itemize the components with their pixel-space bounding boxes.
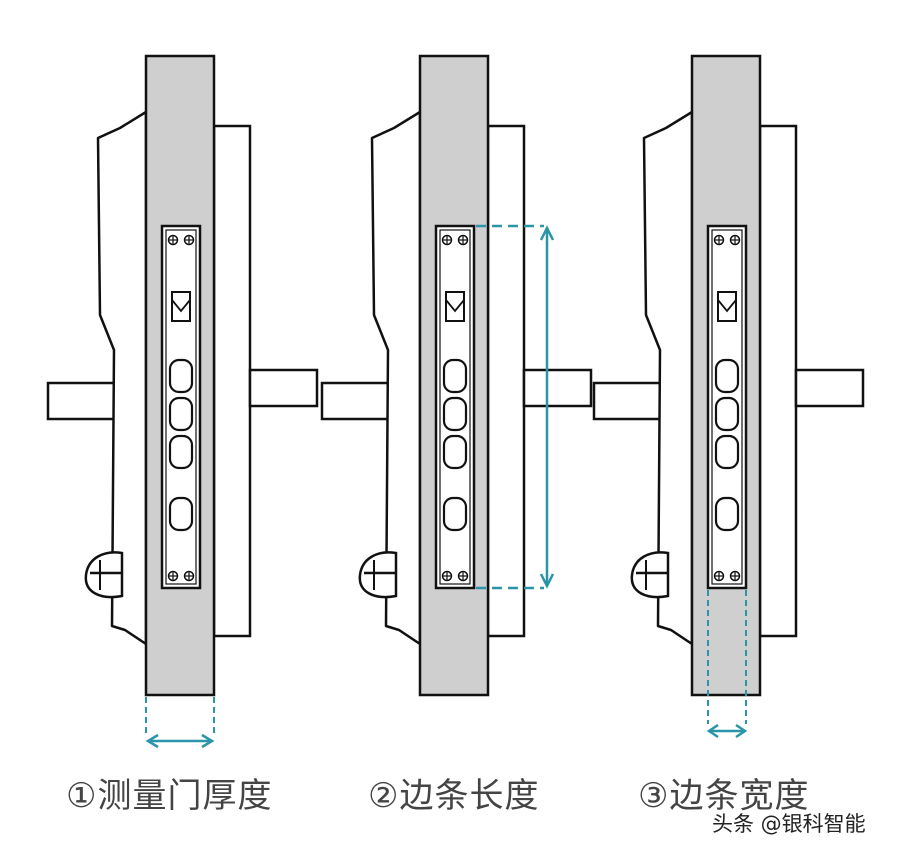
lock-panel-strip-length [320, 54, 593, 697]
caption-strip-width: ③边条宽度 [638, 776, 810, 816]
caption-door-thickness: ①测量门厚度 [66, 776, 273, 816]
strip-width-measure [706, 590, 748, 739]
caption-strip-length: ②边条长度 [368, 776, 540, 816]
watermark: 头条 @银科智能 [712, 812, 866, 836]
lock-panel-strip-width [592, 54, 865, 739]
door-thickness-measure [145, 697, 215, 749]
lock-panel-door-thickness [46, 54, 319, 749]
strip-length-measure [476, 224, 555, 590]
